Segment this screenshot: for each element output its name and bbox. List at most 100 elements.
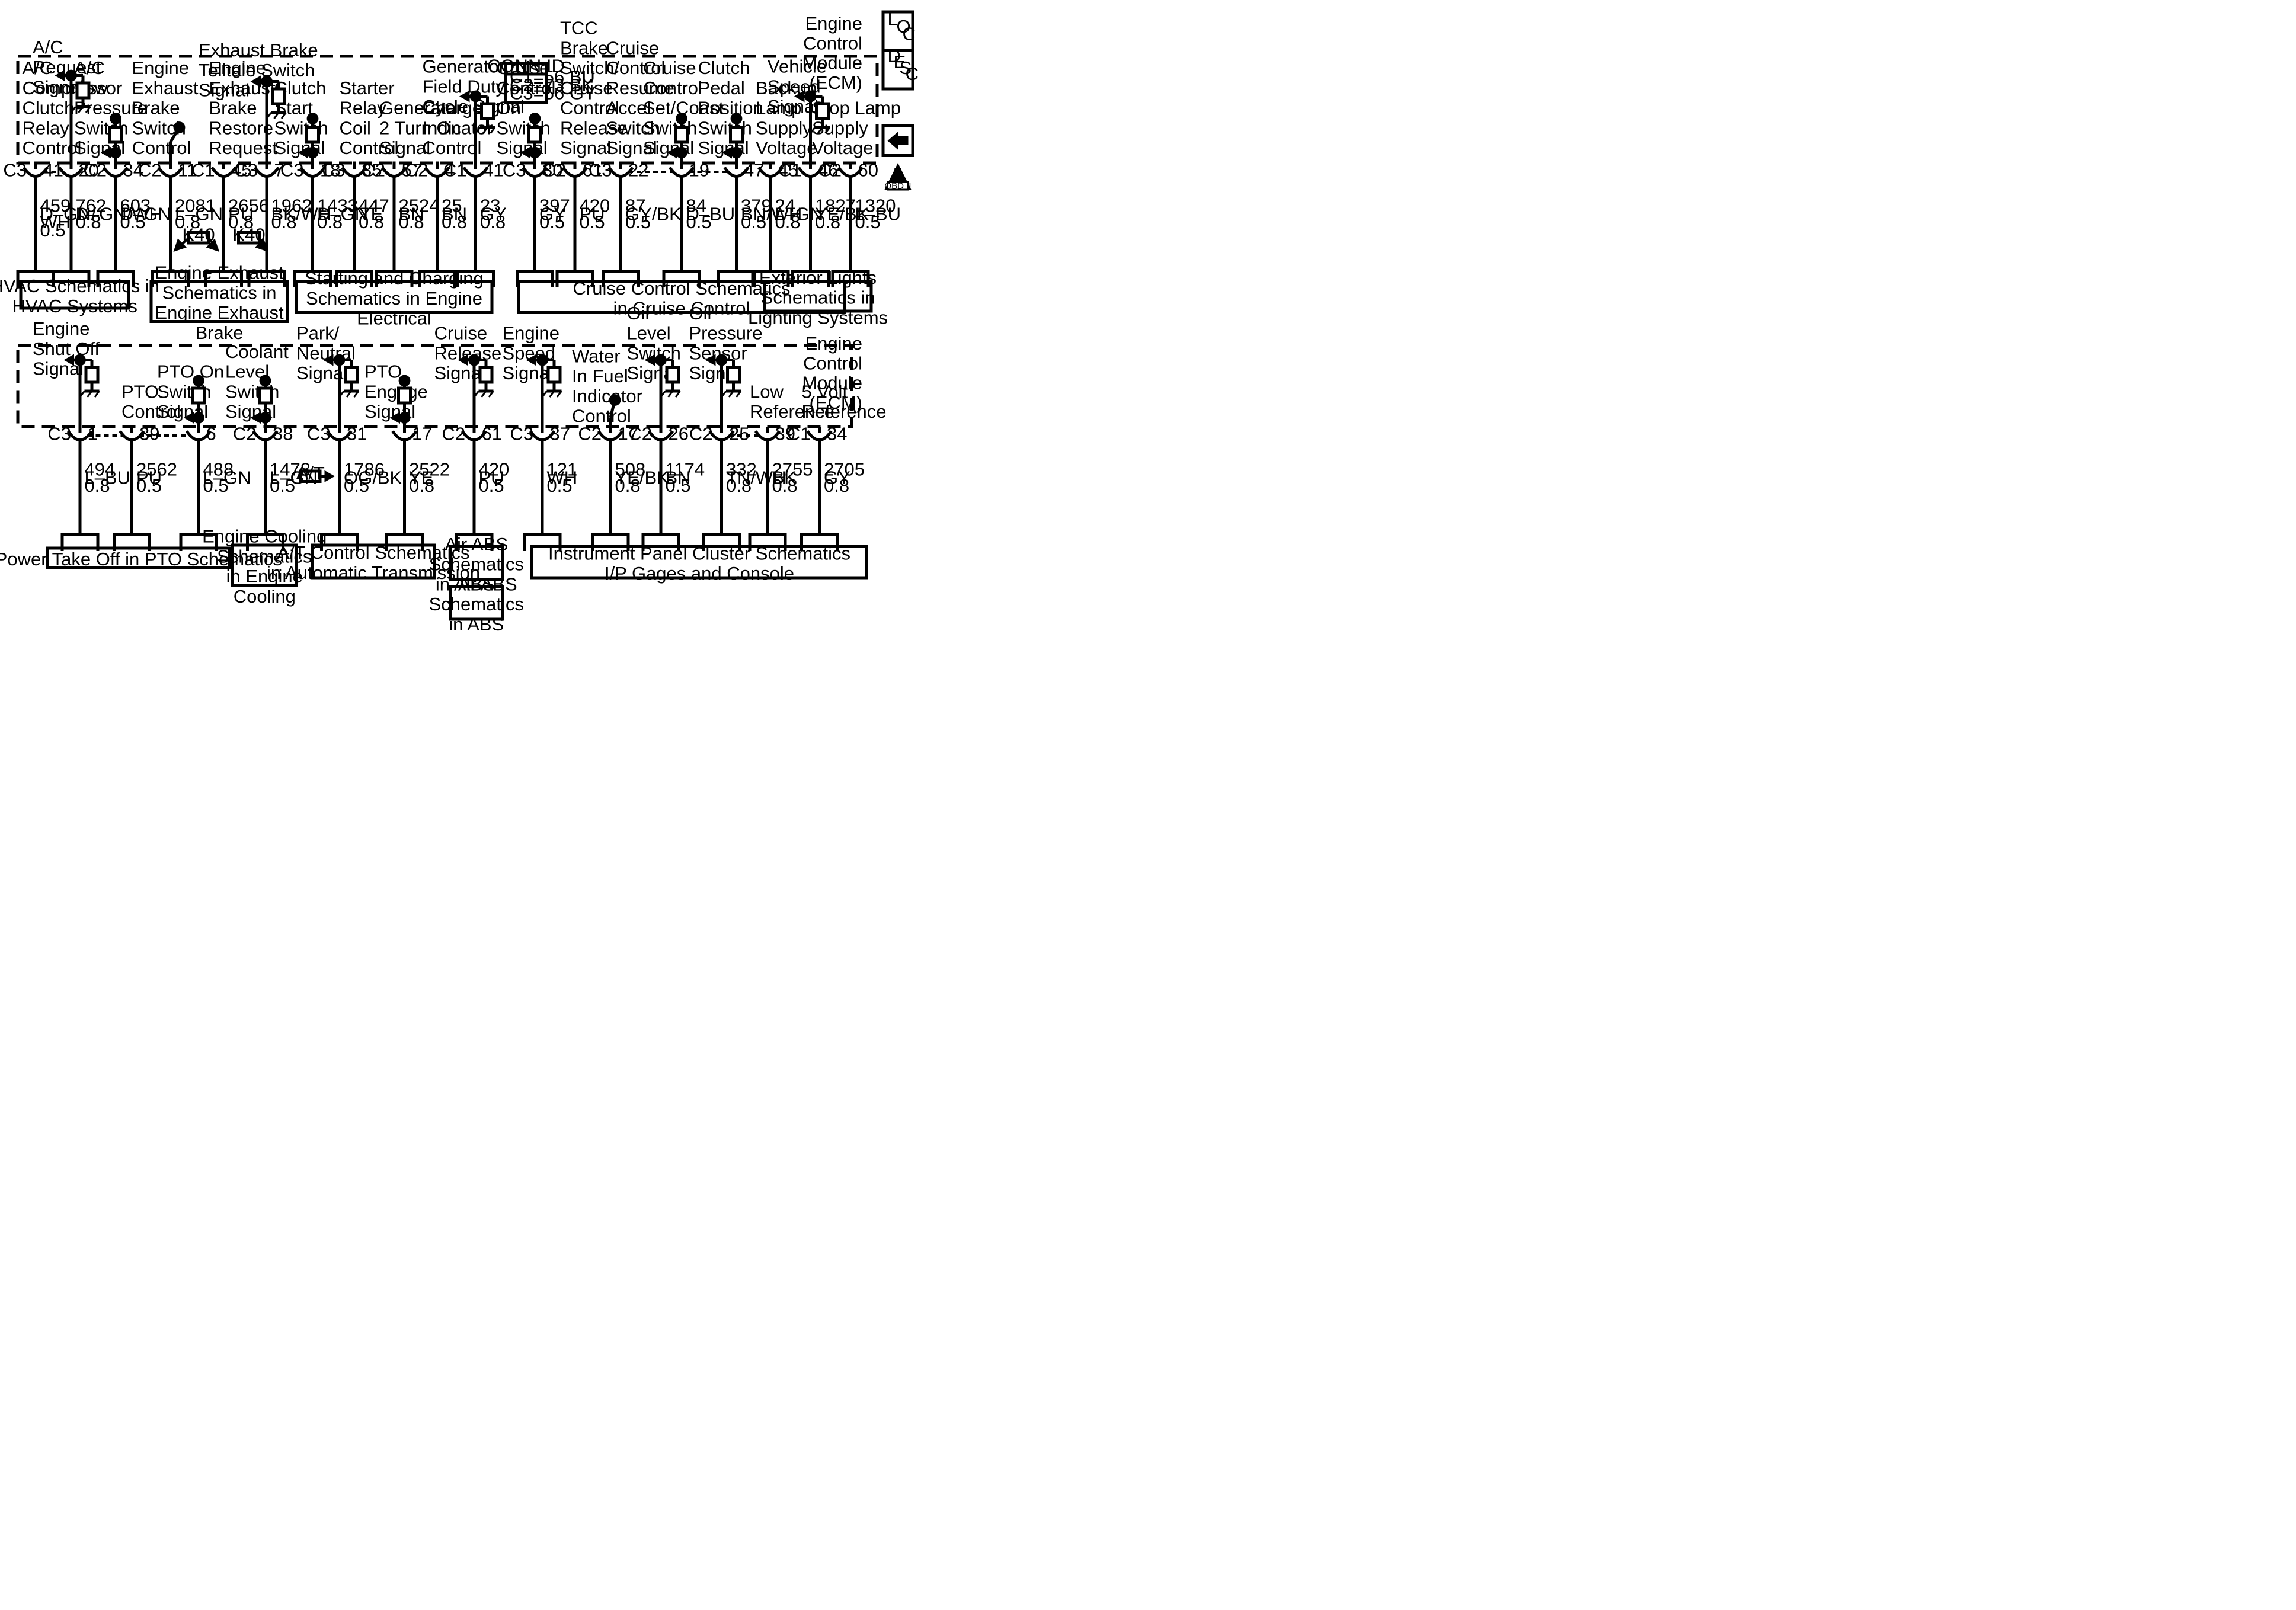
top-pin-label: Engine bbox=[132, 57, 190, 78]
wire-label: 0.5 bbox=[686, 212, 712, 232]
connector-id: C2 bbox=[542, 160, 566, 181]
ground-icon bbox=[353, 391, 360, 398]
signal-arrowhead bbox=[250, 412, 261, 424]
top-pin-label: Switch bbox=[606, 117, 660, 138]
top-pin-label: Switch/ bbox=[560, 57, 619, 78]
top-pin-label: Signal bbox=[379, 137, 430, 158]
terminal bbox=[246, 533, 284, 551]
switch-pivot bbox=[173, 121, 186, 133]
terminal bbox=[151, 270, 190, 287]
top-destination-box bbox=[763, 280, 873, 313]
bottom-pin-label: In Fuel bbox=[572, 366, 628, 386]
top-pin-label: Engine bbox=[209, 57, 267, 78]
terminal bbox=[751, 270, 790, 287]
pin-number: 20 bbox=[79, 160, 99, 181]
wire-label: 379 bbox=[741, 196, 772, 216]
top-pin-label: Signal bbox=[560, 137, 611, 158]
connector-id: C2 bbox=[405, 160, 428, 181]
ground-icon bbox=[549, 391, 555, 398]
top-destination-box bbox=[295, 280, 494, 314]
wire-label: 0.5 bbox=[580, 212, 605, 232]
connector-id: C2 bbox=[362, 160, 385, 181]
pullup-resistor bbox=[305, 126, 320, 144]
top-destination-box-text: Lighting Systems bbox=[748, 307, 888, 328]
signal-arrowhead bbox=[794, 90, 805, 103]
bottom-destination-box-text: I/P Gages and Console bbox=[605, 563, 794, 584]
wire-label: BK bbox=[772, 467, 797, 488]
signal-arrowhead bbox=[323, 354, 334, 366]
pullup-resistor bbox=[729, 126, 744, 144]
bottom-destination-box-text: in ABS bbox=[449, 614, 504, 635]
bottom-pin-label: Signal bbox=[503, 363, 554, 383]
wire-label: L–BU bbox=[855, 203, 901, 224]
pin-number: 35 bbox=[362, 160, 382, 181]
pullup-resistor bbox=[258, 386, 273, 405]
pin-number: 25 bbox=[729, 424, 749, 444]
ecm-label: (ECM) bbox=[809, 72, 862, 93]
pullup-resistor bbox=[397, 386, 412, 405]
connector-id: C2 bbox=[138, 160, 162, 181]
pin-number: 61 bbox=[583, 160, 603, 181]
signal-arrowhead bbox=[459, 90, 470, 103]
bottom-pin-label: Cruise bbox=[434, 323, 488, 344]
wire-label: 0.5 bbox=[547, 475, 573, 496]
bottom-pin-label: Park/ bbox=[296, 323, 340, 344]
pullup-resistor bbox=[191, 386, 206, 405]
wire-label: YE bbox=[409, 467, 433, 488]
wire-label: 121 bbox=[547, 459, 578, 480]
loc-icon-text: L bbox=[888, 9, 898, 30]
conn-id-line: C2=73 BK bbox=[510, 75, 594, 95]
back-arrow-icon bbox=[881, 124, 914, 157]
ground-icon bbox=[488, 391, 494, 398]
wire-label: OG/BK bbox=[344, 467, 402, 488]
k40-box bbox=[187, 231, 210, 245]
bottom-pin-label: Reference bbox=[802, 401, 887, 422]
wire-label: 84 bbox=[686, 196, 706, 216]
pin-number: 17 bbox=[618, 424, 638, 444]
terminal bbox=[702, 533, 741, 551]
bottom-pin-label: Signal bbox=[434, 363, 485, 383]
pin-number: 4 bbox=[445, 160, 455, 181]
wire-label: 2524 bbox=[399, 196, 440, 216]
wire-label: 0.5 bbox=[270, 475, 295, 496]
ecm-label: Module bbox=[802, 53, 862, 73]
desc-icon-text: E bbox=[894, 52, 906, 72]
top-destination-box-text: Schematics in bbox=[162, 282, 277, 303]
wire-label: 0.5 bbox=[203, 475, 229, 496]
bottom-pin-label: Low bbox=[750, 381, 784, 402]
top-pin-label: Starter bbox=[340, 78, 395, 98]
top-pin-label: Brake bbox=[560, 37, 608, 58]
wire-label: YE/BK bbox=[815, 203, 869, 224]
pullup-resistor bbox=[527, 126, 542, 144]
wire-label: GY bbox=[539, 203, 566, 224]
top-pin-label: Control bbox=[497, 78, 556, 98]
pin-number: 31 bbox=[347, 424, 367, 444]
wire-label: 0.5 bbox=[741, 212, 766, 232]
top-pin-label: Cruise bbox=[497, 57, 550, 78]
top-signal-label: A/C bbox=[33, 37, 63, 57]
pin-number: 22 bbox=[628, 160, 648, 181]
k40-arrowhead bbox=[206, 238, 219, 252]
top-destination-box bbox=[19, 280, 130, 310]
ground-icon bbox=[346, 391, 352, 398]
connector-id: C3 bbox=[47, 424, 71, 444]
ground-icon bbox=[70, 106, 76, 113]
pin-number: 41 bbox=[483, 160, 503, 181]
wire-label: PU bbox=[136, 467, 162, 488]
top-pin-label: Release bbox=[560, 117, 628, 138]
terminal bbox=[385, 533, 424, 551]
terminal bbox=[591, 533, 630, 551]
wire-label: 0.8 bbox=[76, 212, 101, 232]
bottom-destination-box bbox=[46, 546, 231, 569]
bottom-pin-label: PTO bbox=[121, 381, 159, 402]
wire-label: 1433 bbox=[317, 196, 358, 216]
top-pin-label: Control bbox=[606, 57, 666, 78]
ecm-boundary-top bbox=[16, 55, 879, 165]
pin-number: 18 bbox=[320, 160, 340, 181]
bottom-destination-box-text: Cooling bbox=[234, 586, 296, 607]
ground-icon bbox=[266, 112, 272, 119]
pulldown-resistor bbox=[478, 366, 494, 384]
obd-ii-mark: II bbox=[893, 164, 903, 185]
connector-id: C3 bbox=[322, 160, 346, 181]
wire-label: BN bbox=[666, 467, 691, 488]
